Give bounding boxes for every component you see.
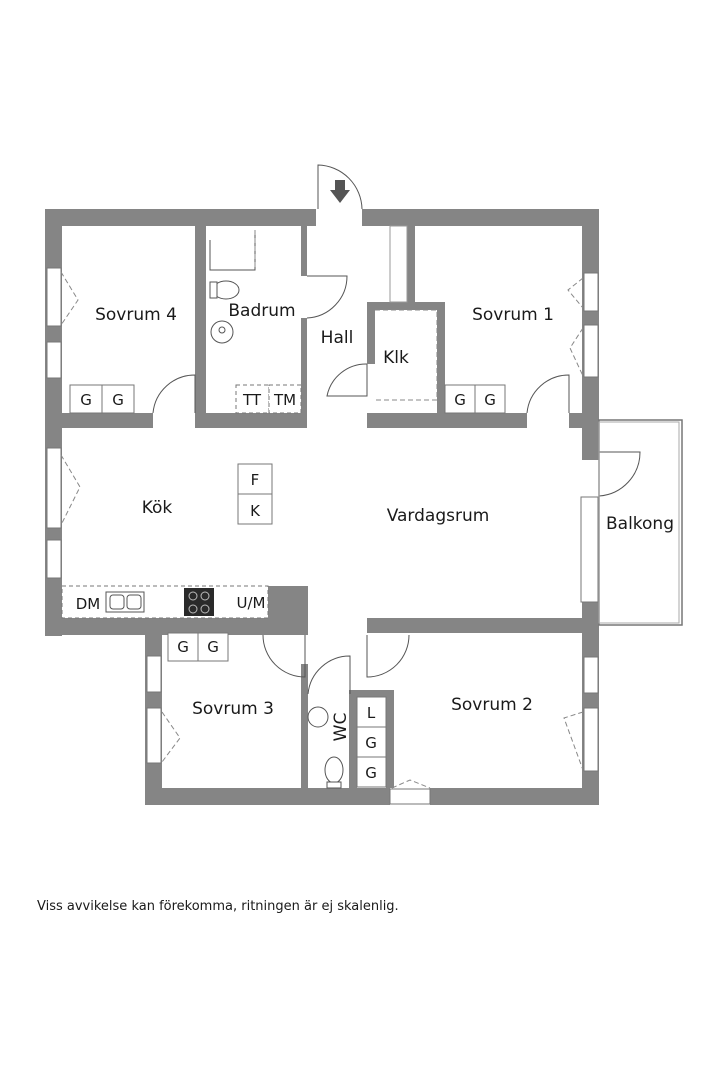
room-label-balkong: Balkong <box>606 514 674 534</box>
room-label-sovrum-4: Sovrum 4 <box>95 305 177 325</box>
freezer-label: K <box>250 502 261 520</box>
closet-label: G <box>207 638 219 656</box>
room-label-sovrum-2: Sovrum 2 <box>451 695 533 715</box>
closet-label: G <box>484 391 496 409</box>
balcony <box>598 419 683 626</box>
room-label-sovrum-3: Sovrum 3 <box>192 699 274 719</box>
linen-closet-label: L <box>367 704 376 722</box>
room-label-klk: Klk <box>383 348 409 368</box>
closet-label: G <box>365 764 377 782</box>
closet-label: G <box>177 638 189 656</box>
closet-label: G <box>365 734 377 752</box>
room-label-kok: Kök <box>142 498 173 518</box>
room-label-wc: WC <box>331 713 351 742</box>
closet-label: G <box>112 391 124 409</box>
disclaimer-text: Viss avvikelse kan förekomma, ritningen … <box>37 899 399 914</box>
oven-microwave-label: U/M <box>237 594 266 612</box>
dishwasher-label: DM <box>76 595 101 613</box>
room-labels: Sovrum 4 Badrum Hall Klk Sovrum 1 Kök Va… <box>95 301 674 741</box>
room-label-vardagsrum: Vardagsrum <box>387 506 490 526</box>
fixtures: G G G G TT TM F K DM U/M G G <box>61 225 506 789</box>
room-label-sovrum-1: Sovrum 1 <box>472 305 554 325</box>
doors <box>152 164 641 695</box>
room-label-badrum: Badrum <box>228 301 295 321</box>
closet-label: G <box>454 391 466 409</box>
walls <box>45 209 599 805</box>
closet-label: G <box>80 391 92 409</box>
washing-machine-label: TT <box>242 391 262 409</box>
dryer-label: TM <box>273 391 296 409</box>
fridge-label: F <box>251 471 260 489</box>
room-label-hall: Hall <box>321 328 354 348</box>
windows <box>46 267 599 805</box>
